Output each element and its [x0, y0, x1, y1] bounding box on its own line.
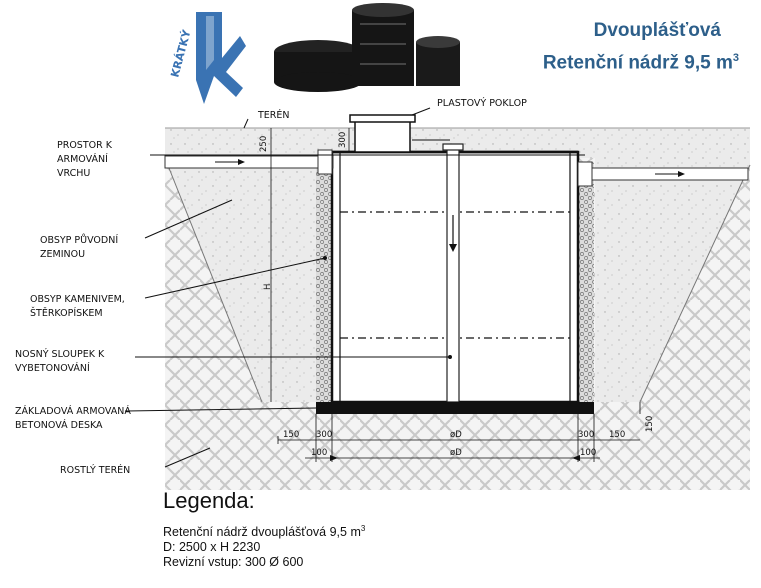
inlet-pipe — [164, 149, 334, 175]
dim-300-left: 300 — [316, 430, 332, 440]
gravel-backfill-left — [316, 162, 332, 402]
outlet-pipe — [577, 161, 749, 187]
legend-heading: Legenda: — [163, 488, 255, 513]
label-backfill-gravel-line2: ŠTĚRKOPÍSKEM — [30, 307, 103, 319]
title-text: Retenční nádrž 9,5 m — [542, 52, 733, 74]
plastic-manhole-lid — [349, 114, 416, 153]
label-slab-line2: BETONOVÁ DESKA — [15, 419, 103, 431]
label-prostor-line2: ARMOVÁNÍ — [57, 153, 108, 165]
inner-pipe — [442, 143, 464, 403]
legend-line-1-sup: 3 — [360, 524, 366, 533]
leader-lines — [124, 107, 585, 468]
dim-250: 250 — [259, 136, 269, 152]
title-superscript: 3 — [732, 52, 739, 64]
page-title-line1: Dvouplášťová — [593, 20, 721, 41]
dim-diameter-inner: øD — [450, 430, 462, 440]
dim-300-top: 300 — [338, 132, 348, 148]
label-backfill-gravel-line1: OBSYP KAMENIVEM, — [30, 294, 125, 305]
label-column-line1: NOSNÝ SLOUPEK K — [15, 348, 105, 360]
dim-150-right: 150 — [609, 430, 625, 440]
label-native-ground: ROSTLÝ TERÉN — [60, 464, 130, 476]
label-teren: TERÉN — [257, 109, 290, 121]
label-column-line2: VYBETONOVÁNÍ — [15, 362, 90, 374]
label-slab-line1: ZÁKLADOVÁ ARMOVANÁ — [15, 405, 131, 417]
legend-line-1-text: Retenční nádrž dvouplášťová 9,5 m — [163, 525, 361, 540]
dim-150-left: 150 — [283, 430, 299, 440]
label-plastic-lid: PLASTOVÝ POKLOP — [437, 97, 527, 109]
label-prostor-line1: PROSTOR K — [57, 140, 113, 151]
dim-100-left: 100 — [311, 448, 327, 458]
legend-line-3: Revizní vstup: 300 Ø 600 — [163, 555, 304, 569]
dim-300-right: 300 — [578, 430, 594, 440]
legend-line-2: D: 2500 x H 2230 — [163, 540, 261, 554]
company-logo: KRÁTKÝ — [168, 12, 246, 104]
dim-100-right: 100 — [580, 448, 596, 458]
page-title-line2: Retenční nádrž 9,5 m3 — [543, 52, 739, 74]
label-prostor-line3: VRCHU — [57, 168, 90, 179]
svg-text:KRÁTKÝ: KRÁTKÝ — [168, 27, 193, 78]
dim-150-vertical: 150 — [645, 416, 655, 432]
dimension-lines — [270, 128, 641, 462]
dim-H: H — [263, 284, 273, 290]
legend-line-1: Retenční nádrž dvouplášťová 9,5 m3 — [163, 524, 365, 539]
concrete-base-slab — [316, 402, 594, 414]
gravel-backfill-right — [578, 162, 594, 402]
label-backfill-soil-line1: OBSYP PŮVODNÍ — [40, 234, 118, 246]
dim-diameter-outer: øD — [450, 448, 462, 458]
label-backfill-soil-line2: ZEMINOU — [40, 249, 85, 260]
product-photo — [274, 3, 460, 92]
